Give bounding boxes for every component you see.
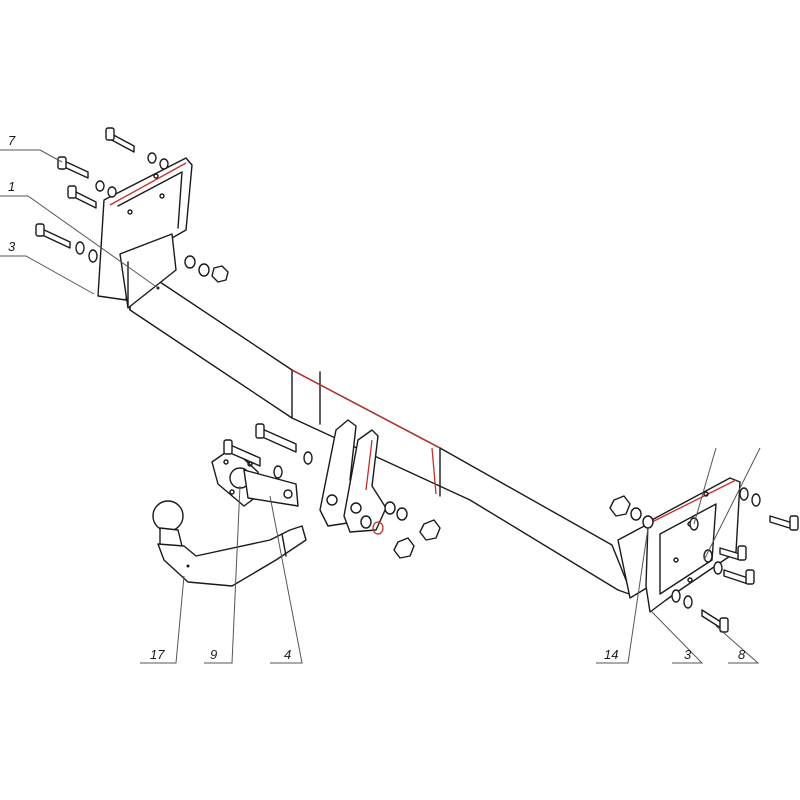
right-mounting-bracket — [617, 477, 741, 613]
socket-bolts — [223, 423, 313, 479]
left-washers-nuts — [75, 152, 229, 283]
right-fasteners — [609, 487, 799, 633]
left-mounting-bracket — [97, 157, 193, 309]
callout-3-left: 3 — [8, 239, 16, 254]
cross-beam — [129, 261, 633, 596]
callout-8: 8 — [738, 647, 746, 662]
callout-7: 7 — [8, 133, 16, 148]
center-lugs — [319, 419, 387, 533]
center-fasteners — [360, 501, 441, 559]
callout-14: 14 — [604, 647, 619, 662]
callout-4: 4 — [284, 647, 292, 662]
left-bolts — [35, 127, 135, 249]
callout-17: 17 — [150, 647, 165, 662]
leader-lines — [0, 149, 761, 664]
callout-1: 1 — [8, 179, 16, 194]
tow-ball — [152, 500, 307, 587]
callout-9: 9 — [210, 647, 218, 662]
callout-3-right: 3 — [684, 647, 692, 662]
tow-bracket — [243, 469, 299, 507]
